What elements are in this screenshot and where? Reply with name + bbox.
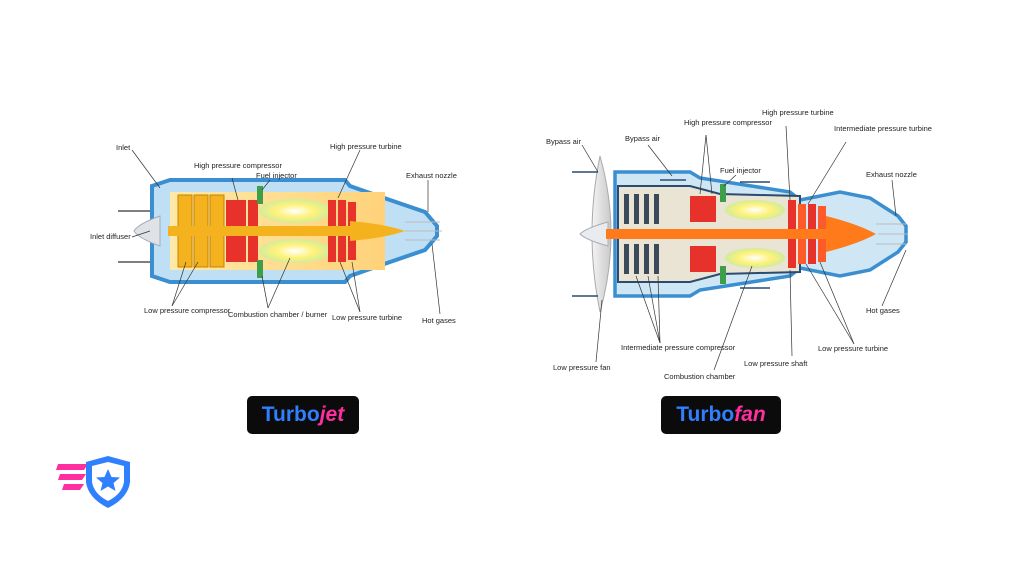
- turbofan-label-exhaust-nozzle: Exhaust nozzle: [866, 170, 917, 179]
- turbojet-exhaust-streaks: [405, 221, 442, 241]
- turbofan-badge-turbo: Turbo: [676, 403, 735, 426]
- turbofan-label-lp-shaft: Low pressure shaft: [744, 359, 808, 368]
- turbofan-label-lp-fan: Low pressure fan: [553, 363, 611, 372]
- turbojet-label-hp-turbine: High pressure turbine: [330, 142, 402, 151]
- turbojet-label-lp-turbine: Low pressure turbine: [332, 313, 402, 322]
- turbojet-flame-bottom: [259, 239, 331, 263]
- turbojet-diagram: Inlet High pressure compressor Fuel inje…: [90, 142, 457, 325]
- turbojet-inlet-cone: [133, 215, 161, 247]
- turbofan-diagram: Bypass air Bypass air High pressure comp…: [546, 108, 932, 381]
- turbofan-injector-top: [720, 184, 726, 202]
- turbofan-label-ip-turbine: Intermediate pressure turbine: [834, 124, 932, 133]
- turbofan-flame-bottom: [725, 248, 785, 268]
- turbojet-label-hp-compressor: High pressure compressor: [194, 161, 282, 170]
- turbojet-shaft: [168, 226, 358, 236]
- turbofan-label-fuel-injector: Fuel injector: [720, 166, 761, 175]
- turbojet-badge-turbo: Turbo: [261, 403, 320, 426]
- turbojet-label-fuel-injector: Fuel injector: [256, 171, 297, 180]
- turbofan-exhaust-streaks: [876, 223, 908, 245]
- turbofan-label-hot-gases: Hot gases: [866, 306, 900, 315]
- turbojet-label-hot-gases: Hot gases: [422, 316, 456, 325]
- turbofan-injector-bottom: [720, 266, 726, 284]
- turbofan-label-hp-turbine: High pressure turbine: [762, 108, 834, 117]
- turbofan-ip-compressor: [624, 194, 659, 274]
- turbofan-fan-spinner: [579, 221, 609, 247]
- turbofan-label-bypass-air-left: Bypass air: [546, 137, 582, 146]
- turbojet-injector-bottom: [257, 260, 263, 278]
- turbojet-flame-top: [259, 199, 331, 223]
- turbofan-badge-fan: fan: [734, 403, 766, 426]
- turbofan-label-bypass-air-right: Bypass air: [625, 134, 661, 143]
- turbojet-label-lp-compressor: Low pressure compressor: [144, 306, 231, 315]
- turbojet-label-exhaust-nozzle: Exhaust nozzle: [406, 171, 457, 180]
- turbojet-exhaust-cone: [350, 221, 405, 241]
- turbojet-label-combustion: Combustion chamber / burner: [228, 310, 328, 319]
- turbojet-label-inlet: Inlet: [116, 143, 131, 152]
- turbojet-intake-arrows: [118, 210, 150, 263]
- turbofan-flame-top: [725, 200, 785, 220]
- turbojet-leader-lines: [131, 149, 441, 315]
- shield-star-icon: [56, 456, 130, 508]
- turbofan-hp-compressor: [690, 196, 716, 272]
- turbofan-exhaust-cone: [826, 216, 876, 252]
- turbojet-label-inlet-diffuser: Inlet diffuser: [90, 232, 131, 241]
- turbofan-label-combustion: Combustion chamber: [664, 372, 736, 381]
- turbofan-label-hp-compressor: High pressure compressor: [684, 118, 772, 127]
- turbofan-bypass-arrows: [572, 171, 770, 297]
- turbojet-injector-top: [257, 186, 263, 204]
- turbofan-label-lp-turbine: Low pressure turbine: [818, 344, 888, 353]
- turbojet-badge-jet: jet: [319, 403, 345, 426]
- turbofan-leader-lines: [581, 125, 907, 371]
- turbofan-label-ip-compressor: Intermediate pressure compressor: [621, 343, 736, 352]
- turbofan-shaft: [606, 229, 836, 239]
